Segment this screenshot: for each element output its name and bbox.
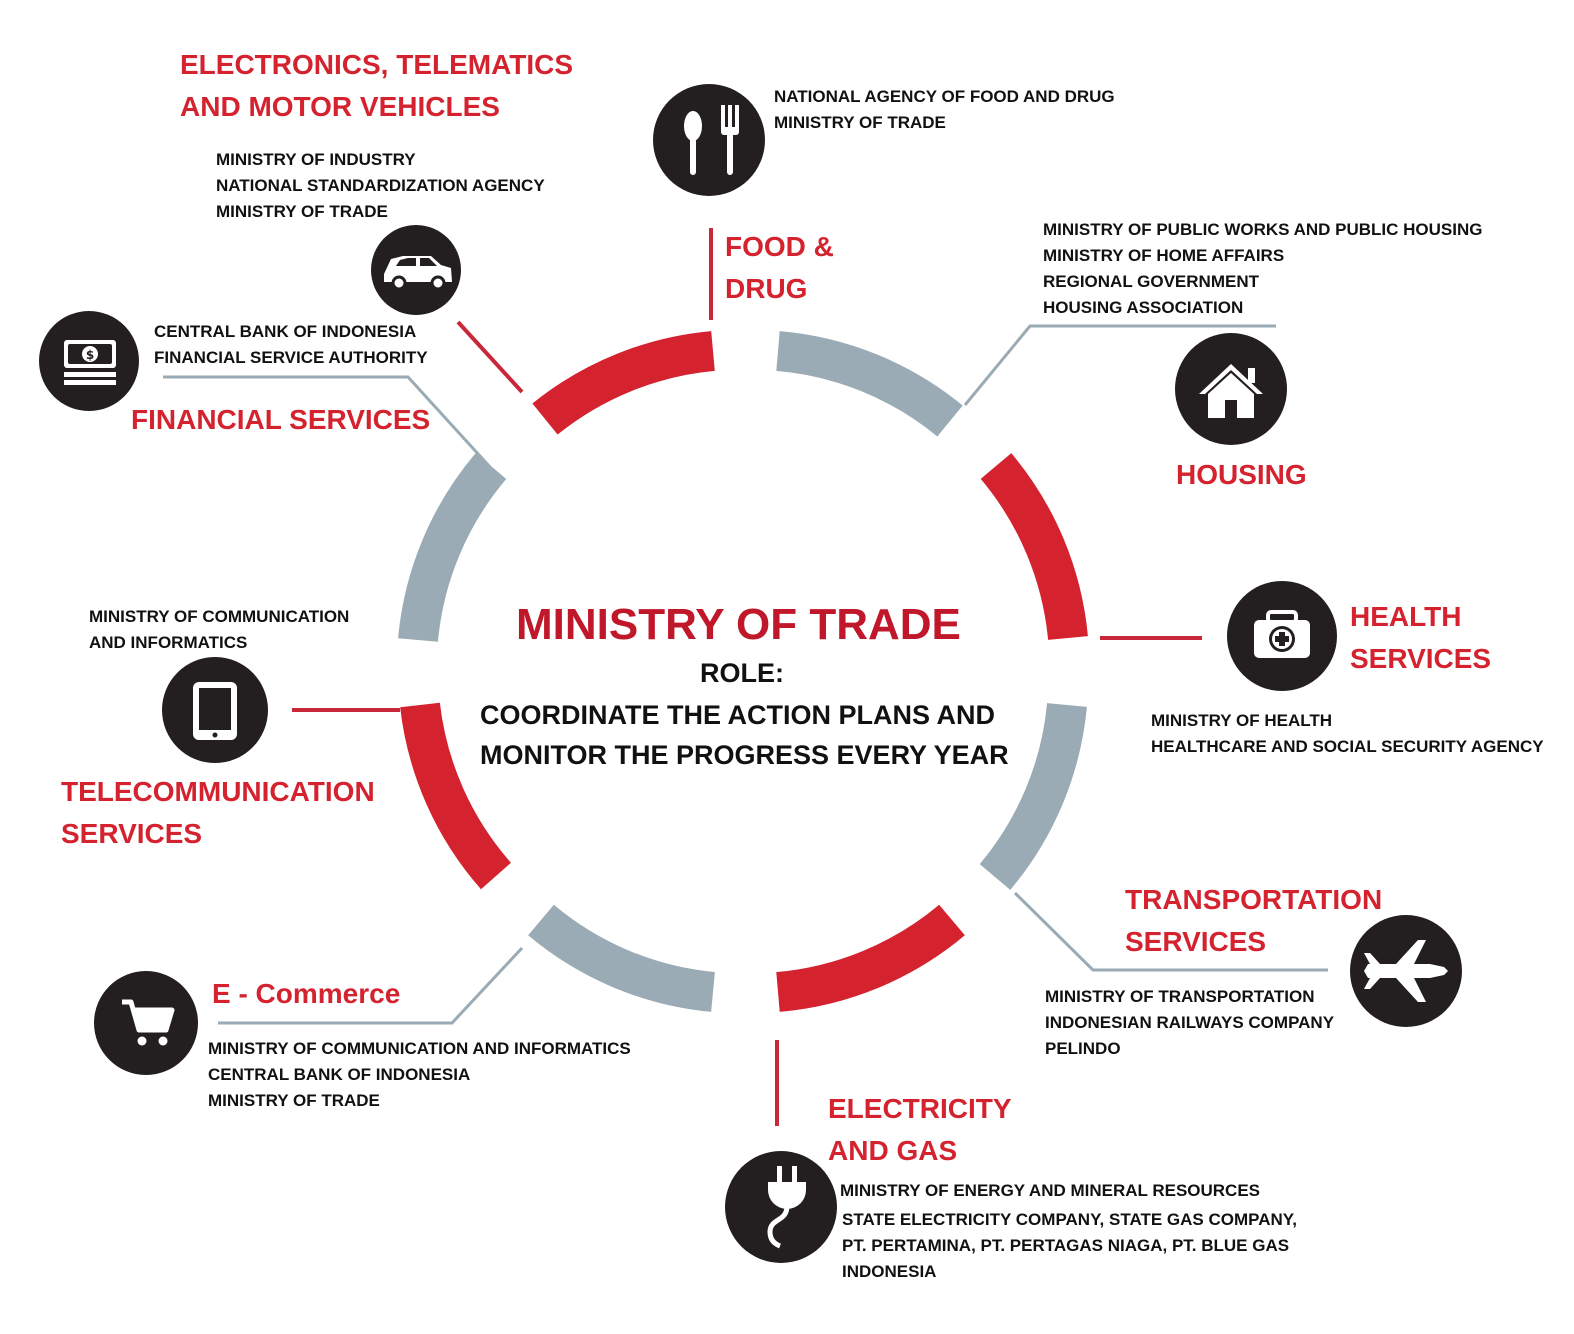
- house-icon: [1175, 333, 1287, 445]
- agency-list-housing: MINISTRY OF PUBLIC WORKS AND PUBLIC HOUS…: [1043, 220, 1483, 317]
- fork-spoon-icon: [653, 84, 765, 196]
- agency-list-electricity-companies: STATE ELECTRICITY COMPANY, STATE GAS COM…: [842, 1210, 1297, 1281]
- sector-title-housing: HOUSING: [1176, 459, 1307, 490]
- power-plug-icon: [725, 1151, 837, 1263]
- shopping-cart-icon: [94, 971, 198, 1075]
- ring-segment-transport: [979, 702, 1087, 890]
- role-line-1: COORDINATE THE ACTION PLANS AND: [480, 700, 995, 730]
- ring-segments: [398, 331, 1088, 1012]
- airplane-icon: [1350, 915, 1462, 1027]
- sector-title-ecommerce: E - Commerce: [212, 978, 401, 1009]
- ring-segment-housing: [776, 331, 963, 437]
- role-line-2: MONITOR THE PROGRESS EVERY YEAR: [480, 740, 1009, 770]
- agency-list-ecommerce: MINISTRY OF COMMUNICATION AND INFORMATIC…: [208, 1039, 631, 1110]
- svg-text:$: $: [86, 348, 94, 362]
- connector-transport: [1013, 891, 1328, 972]
- connector-lines: [163, 324, 1328, 1025]
- connector-electronics: [456, 320, 524, 394]
- ring-segment-financial: [398, 453, 507, 643]
- connector-financial: [163, 375, 492, 469]
- first-aid-kit-icon: [1227, 581, 1337, 691]
- tablet-icon: [162, 657, 268, 763]
- ring-segment-electricity: [776, 904, 965, 1012]
- ring-segment-telecom: [400, 702, 512, 890]
- role-label: ROLE:: [700, 658, 784, 688]
- car-icon: [371, 225, 461, 315]
- sector-title-food-drug: FOOD &DRUG: [725, 231, 834, 304]
- ring-segment-ecommerce: [528, 904, 716, 1012]
- ring-segment-food-drug: [532, 331, 716, 435]
- connector-ecommerce: [218, 946, 524, 1025]
- center-title: MINISTRY OF TRADE: [516, 600, 961, 649]
- sector-title-financial: FINANCIAL SERVICES: [131, 404, 431, 435]
- ring-segment-health: [980, 453, 1088, 641]
- agency-list-electricity: MINISTRY OF ENERGY AND MINERAL RESOURCES: [840, 1181, 1261, 1200]
- connector-housing: [963, 324, 1276, 406]
- icon-ellipses: $: [39, 84, 1462, 1263]
- connector-lines-red: [292, 228, 1202, 1126]
- money-stack-icon: $: [39, 311, 139, 411]
